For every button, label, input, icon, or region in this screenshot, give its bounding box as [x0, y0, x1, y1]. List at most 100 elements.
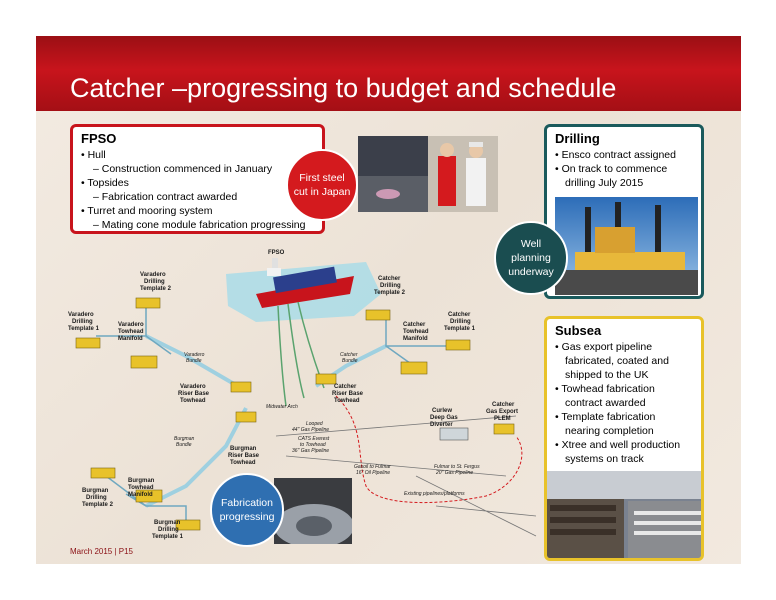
label-varadero-towhead-2: Towhead — [118, 329, 144, 335]
label-curlew-2: Deep Gas — [430, 415, 458, 421]
subsea-item-template-2: nearing completion — [565, 425, 654, 437]
well-planning-line2: planning — [511, 252, 551, 264]
label-plem-3: PLEM — [494, 416, 511, 422]
label-varadero-template2-3: Template 2 — [140, 286, 172, 292]
label-cats-2: to Towhead — [300, 442, 326, 448]
label-catcher-riser-3: Towhead — [334, 398, 360, 404]
first-steel-line1: First steel — [299, 172, 345, 184]
label-catcher-riser-1: Catcher — [334, 384, 357, 390]
label-looped-2: 44" Gas Pipeline — [292, 427, 329, 433]
label-varadero-template1-1: Varadero — [68, 312, 94, 318]
pipeline-yard-image — [547, 471, 701, 558]
fpso-item-hull-detail: – Construction commenced in January — [93, 163, 273, 175]
fpso-item-hull: • Hull — [81, 149, 106, 161]
label-catcher-bundle-2: Bundle — [342, 358, 358, 364]
label-catcher-towhead-2: Towhead — [403, 329, 429, 335]
subsea-item-xtree: • Xtree and well production — [555, 439, 681, 451]
label-varadero-bundle-1: Varadero — [184, 352, 205, 358]
label-catcher-towhead-1: Catcher — [403, 322, 426, 328]
subsea-panel: Subsea • Gas export pipeline fabricated,… — [544, 316, 704, 561]
label-catcher-template1-2: Drilling — [450, 319, 471, 325]
label-fpso: FPSO — [268, 250, 285, 256]
drilling-rig-photo — [555, 197, 698, 295]
label-burgman-template1-3: Template 1 — [152, 534, 184, 540]
varadero-bundle-line — [145, 334, 243, 390]
label-burgman-bundle-1: Burgman — [174, 436, 195, 442]
fabrication-line2: progressing — [219, 511, 275, 523]
title-bar: Catcher –progressing to budget and sched… — [36, 36, 741, 111]
drilling-panel: Drilling • Ensco contract assigned • On … — [544, 124, 704, 299]
label-burgman-template1-1: Burgman — [154, 520, 181, 526]
well-planning-line1: Well — [520, 238, 542, 250]
subsea-structures — [75, 297, 471, 531]
drilling-item-date: drilling July 2015 — [565, 177, 644, 189]
label-varadero-template2-1: Varadero — [140, 272, 166, 278]
label-burgman-bundle-2: Bundle — [176, 442, 192, 448]
label-catcher-template2-3: Template 2 — [374, 290, 406, 296]
label-plem-1: Catcher — [492, 402, 515, 408]
label-catcher-template2-2: Drilling — [380, 283, 401, 289]
label-fulmar-1: Gasoil to Fulmar — [354, 464, 391, 470]
fpso-item-turret: • Turret and mooring system — [81, 205, 213, 217]
subsea-item-towhead: • Towhead fabrication — [555, 383, 655, 395]
label-varadero-template1-2: Drilling — [72, 319, 93, 325]
steel-cutting-image — [358, 136, 498, 212]
fpso-item-topsides: • Topsides — [81, 177, 129, 189]
gas-export-pipeline — [335, 395, 523, 504]
label-catcher-template1-1: Catcher — [448, 312, 471, 318]
label-burgman-riser-1: Burgman — [230, 446, 257, 452]
subsea-item-template: • Template fabrication — [555, 411, 656, 423]
subsea-heading: Subsea — [555, 323, 602, 338]
drilling-heading: Drilling — [555, 131, 600, 146]
label-catcher-template2-1: Catcher — [378, 276, 401, 282]
label-varadero-towhead-1: Varadero — [118, 322, 144, 328]
steel-cutting-photo — [358, 136, 498, 212]
first-steel-line2: cut in Japan — [293, 186, 351, 198]
label-burgman-template1-2: Drilling — [158, 527, 179, 533]
fabrication-line1: Fabrication — [221, 497, 273, 509]
field-layout-diagram: FPSO Varadero Drilling Template 2 Varade… — [68, 250, 537, 540]
subsea-item-pipeline-2: fabricated, coated and — [565, 355, 669, 367]
well-planning-line3: underway — [508, 266, 554, 278]
fabrication-image — [274, 478, 352, 544]
label-catcher-riser-2: Riser Base — [332, 391, 364, 397]
label-cats-1: CATS Everest — [298, 436, 330, 442]
label-midwater-arch: Midwater Arch — [266, 404, 298, 410]
flowline-varadero — [96, 306, 172, 355]
page-title: Catcher –progressing to budget and sched… — [70, 73, 617, 103]
label-forties-2: 20" Gas Pipeline — [435, 470, 473, 476]
subsea-item-pipeline-3: shipped to the UK — [565, 369, 649, 381]
fpso-item-topsides-detail: – Fabrication contract awarded — [93, 191, 238, 203]
label-plem-2: Gas Export — [486, 409, 518, 415]
well-planning-badge: Well planning underway — [494, 221, 568, 295]
label-curlew-3: Diverter — [430, 422, 453, 428]
label-catcher-template1-3: Template 1 — [444, 326, 476, 332]
label-varadero-towhead-3: Manifold — [118, 336, 143, 342]
drilling-item-ensco: • Ensco contract assigned — [555, 149, 676, 161]
burgman-bundle-line — [145, 407, 248, 508]
label-burgman-riser-2: Riser Base — [228, 453, 260, 459]
label-burgman-riser-3: Towhead — [230, 460, 256, 466]
label-burgman-towhead-2: Towhead — [128, 485, 154, 491]
label-burgman-template2-1: Burgman — [82, 488, 109, 494]
fpso-item-turret-detail: – Mating cone module fabrication progres… — [93, 219, 306, 231]
label-burgman-template2-2: Drilling — [86, 495, 107, 501]
drilling-item-ontrack: • On track to commence — [555, 163, 668, 175]
existing-pipelines — [275, 415, 537, 537]
label-cats-3: 36" Gas Pipeline — [292, 448, 329, 454]
label-burgman-towhead-3: Manifold — [128, 492, 153, 498]
label-catcher-towhead-3: Manifold — [403, 336, 428, 342]
pipeline-yard-photo — [547, 471, 701, 558]
label-burgman-template2-3: Template 2 — [82, 502, 114, 508]
slide: Catcher –progressing to budget and sched… — [36, 36, 741, 564]
subsea-item-pipeline: • Gas export pipeline — [555, 341, 653, 353]
label-varadero-riser-2: Riser Base — [178, 391, 210, 397]
label-looped-1: Looped — [306, 421, 323, 427]
fpso-vessel — [256, 258, 354, 308]
label-fulmar-2: 16" Oil Pipeline — [356, 470, 390, 476]
first-steel-badge: First steel cut in Japan — [286, 149, 358, 221]
label-varadero-template2-2: Drilling — [144, 279, 165, 285]
label-burgman-towhead-1: Burgman — [128, 478, 155, 484]
plem-structure — [493, 423, 515, 435]
fpso-heading: FPSO — [81, 131, 117, 146]
